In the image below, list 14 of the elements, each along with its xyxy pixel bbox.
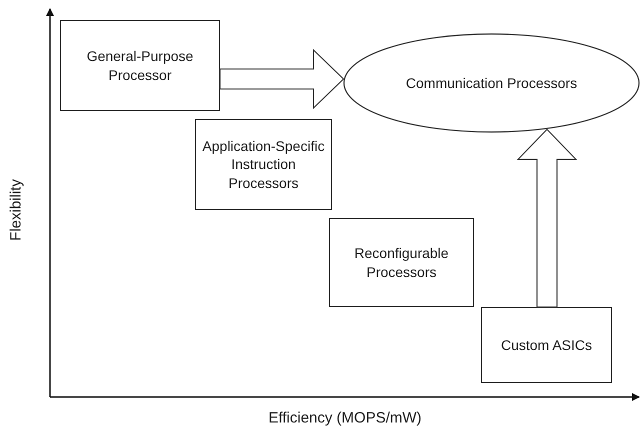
process-box — [60, 20, 220, 111]
node-label: General-Purpose Processor — [86, 47, 194, 84]
block-arrow — [516, 128, 578, 308]
node-label: Custom ASICs — [500, 336, 592, 354]
ellipse-node — [343, 33, 640, 133]
x-axis-title: Efficiency (MOPS/mW) — [268, 410, 422, 426]
node-label: Application-Specific Instruction Processors — [201, 137, 326, 192]
node-label: Reconfigurable Processors — [353, 244, 450, 281]
node-label: Communication Processors — [406, 74, 578, 92]
process-box — [481, 307, 612, 383]
process-box — [195, 119, 332, 210]
process-box — [329, 218, 474, 307]
block-arrow — [219, 48, 344, 110]
y-axis-title: Flexibility — [8, 179, 24, 241]
